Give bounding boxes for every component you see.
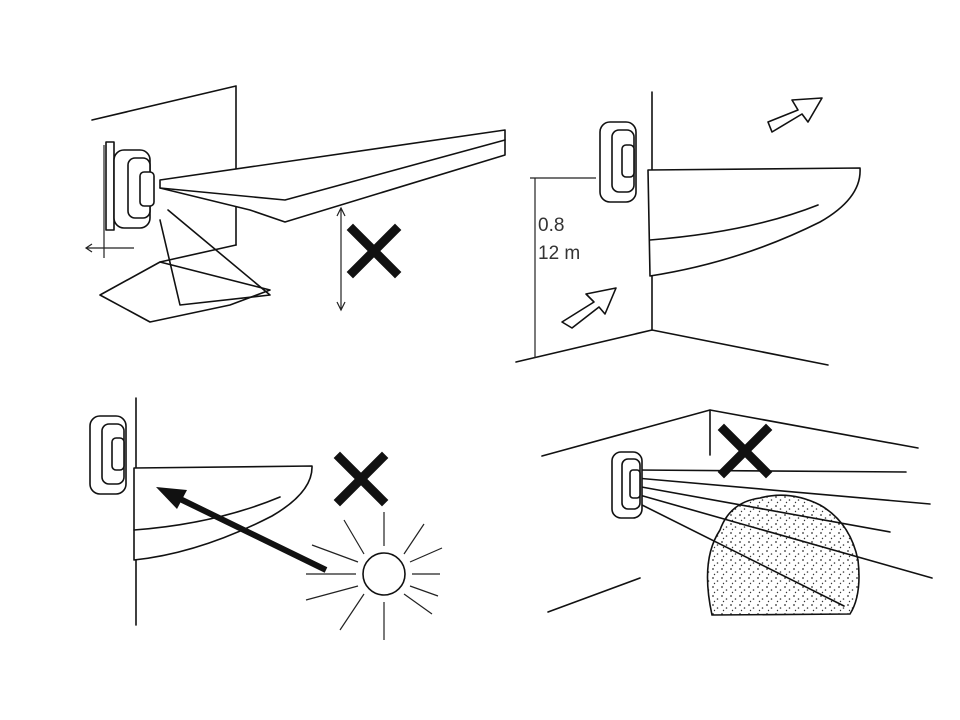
- detection-beam: [647, 167, 861, 277]
- panel-mounting-height-correct: 0.8 12 m: [515, 91, 861, 366]
- walk-direction-arrow-in: [561, 287, 617, 329]
- detection-beam-edge: [649, 204, 819, 241]
- sun-icon: [305, 512, 443, 640]
- height-arrow-head-top: [336, 206, 346, 217]
- cross-mark-icon: [333, 451, 389, 507]
- motion-sensor-device: [105, 141, 155, 231]
- detection-beam: [159, 129, 506, 223]
- motion-sensor-device: [611, 451, 643, 519]
- motion-sensor-device: [89, 415, 127, 495]
- detection-beam-lines: [635, 469, 933, 607]
- motion-sensor-device: [599, 121, 637, 203]
- base-dimension-arrow: [84, 243, 93, 253]
- wall-floor-edge: [159, 244, 237, 263]
- floor-edge: [515, 329, 829, 366]
- ground-detection-zone: [159, 209, 271, 306]
- panel-avoid-obstructions: [541, 409, 933, 616]
- panel-avoid-sunlight: [89, 397, 443, 640]
- height-label-line1: 0.8: [538, 215, 564, 236]
- sunlight-arrow-head: [156, 487, 187, 509]
- cross-mark-icon: [717, 423, 773, 479]
- detection-beam-edge: [159, 139, 506, 201]
- detection-beam-edge: [133, 496, 281, 531]
- cross-mark-icon: [346, 223, 402, 279]
- detection-beam: [133, 465, 313, 561]
- walk-direction-arrow-out: [767, 97, 823, 133]
- sunlight-arrow-shaft: [174, 494, 328, 573]
- panel-mounting-height-incorrect: [84, 85, 506, 323]
- height-label-line2: 12 m: [538, 243, 580, 264]
- floor-outline: [99, 261, 271, 323]
- floor-line: [547, 577, 641, 613]
- height-arrow-head-bottom: [336, 301, 346, 312]
